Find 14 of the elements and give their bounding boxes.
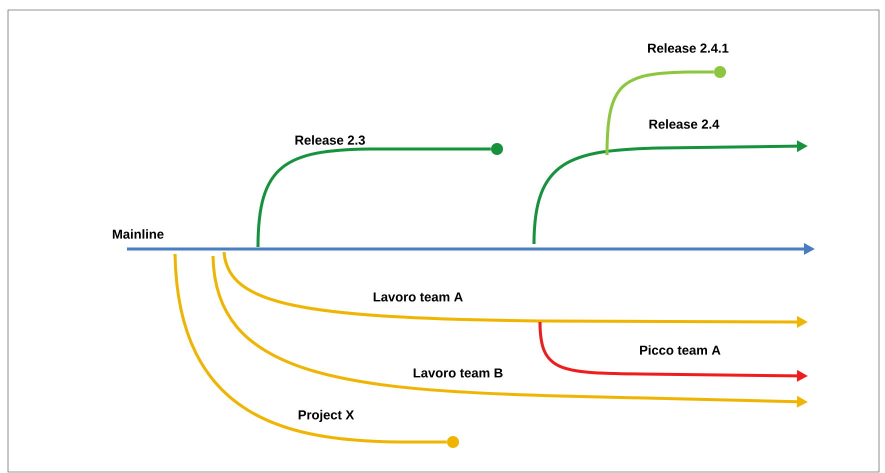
branch-label: Lavoro team A xyxy=(372,291,464,303)
branch-label: Picco team A xyxy=(638,344,722,356)
branch-label: Lavoro team B xyxy=(412,367,504,379)
end-dot xyxy=(491,142,503,155)
branch-line xyxy=(606,70,714,156)
end-dot xyxy=(714,66,726,78)
branch-label: Mainline xyxy=(111,228,166,240)
end-dot xyxy=(447,436,459,448)
branch-line xyxy=(174,254,447,444)
branch-line xyxy=(256,148,491,248)
edge-label: Project X xyxy=(296,408,356,424)
edge-label: Release 2.4.1 xyxy=(646,42,730,54)
edge-label: Release 2.3 xyxy=(294,134,366,146)
branch-label: Release 2.4 xyxy=(648,118,720,130)
